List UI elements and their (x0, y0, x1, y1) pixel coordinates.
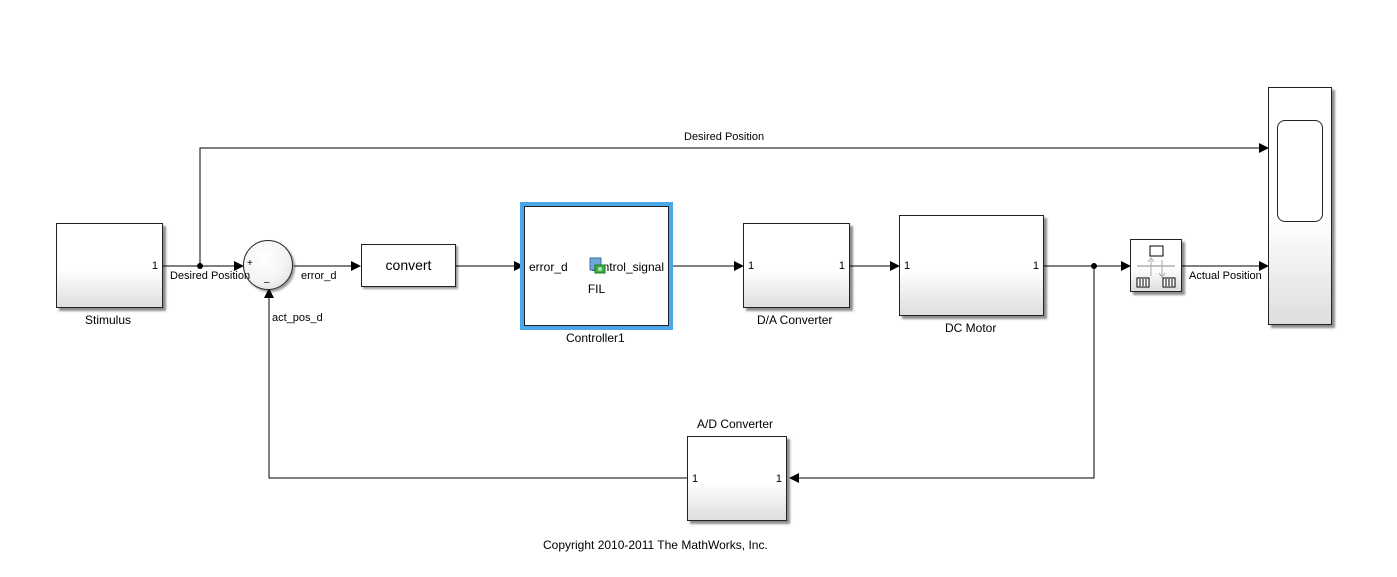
controller-block[interactable]: error_d control_signal FIL (524, 206, 669, 326)
stimulus-block[interactable]: 1 (56, 223, 163, 308)
copyright-text: Copyright 2010-2011 The MathWorks, Inc. (543, 538, 768, 552)
sum-minus-sign: – (264, 277, 270, 288)
signal-label-desired-top: Desired Position (684, 131, 765, 143)
sum-block[interactable]: + – (243, 240, 293, 290)
ad-converter-label: A/D Converter (697, 417, 774, 431)
controller-label: Controller1 (566, 331, 625, 345)
stimulus-out-port: 1 (151, 260, 158, 272)
branch-point-desired (197, 263, 203, 269)
line-feedback-to-ad (789, 266, 1095, 483)
controller-selection-frame (520, 202, 673, 330)
controller-out-port: control_signal (589, 260, 664, 274)
signal-label-act-pos: act_pos_d (272, 312, 323, 324)
fil-icon (589, 257, 607, 275)
motor-out-port: 1 (1032, 260, 1039, 272)
scope-screen-icon (1277, 120, 1323, 222)
controller-center-text: FIL (587, 282, 606, 296)
da-converter-block[interactable]: 1 1 (743, 223, 850, 308)
controller-in-port: error_d (529, 260, 568, 274)
ad-in-port: 1 (775, 473, 782, 485)
signal-label-actual: Actual Position (1189, 270, 1262, 282)
dc-motor-label: DC Motor (945, 321, 997, 335)
dc-motor-block[interactable]: 1 1 (899, 215, 1044, 316)
da-out-port: 1 (838, 260, 845, 272)
rate-transition-icon (1133, 242, 1179, 290)
da-in-port: 1 (748, 260, 755, 272)
line-desired-to-scope (199, 143, 1269, 266)
line-ad-to-sum (264, 288, 687, 479)
convert-text: convert (385, 257, 432, 273)
signal-label-desired-left: Desired Position (170, 270, 251, 282)
branch-point-actual (1091, 263, 1097, 269)
ad-out-port: 1 (692, 473, 699, 485)
scope-block[interactable] (1268, 87, 1332, 325)
stimulus-label: Stimulus (85, 313, 132, 327)
rate-transition-block[interactable] (1130, 239, 1182, 292)
motor-in-port: 1 (904, 260, 911, 272)
ad-converter-block[interactable]: 1 1 (687, 436, 787, 521)
convert-block[interactable]: convert (361, 244, 456, 287)
da-converter-label: D/A Converter (757, 313, 833, 327)
signal-label-error: error_d (301, 270, 337, 282)
sum-plus-sign: + (247, 258, 253, 269)
